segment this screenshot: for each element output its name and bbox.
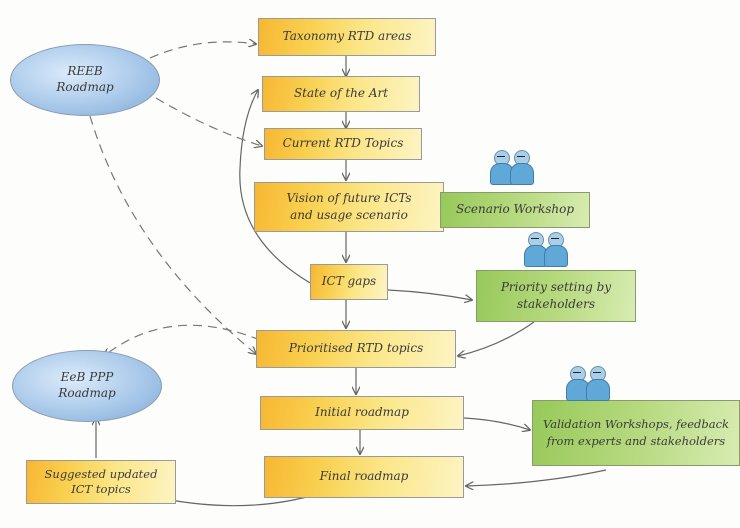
current-topics-label: Current RTD Topics (282, 136, 404, 151)
dash-prioritised-to-eeb (104, 324, 261, 356)
priority-setting-label: Priority setting by stakeholders (500, 279, 612, 311)
arrow-priority-to-prioritised (458, 321, 535, 356)
validation-box: Validation Workshops, feedback from expe… (532, 400, 740, 466)
vision-label: Vision of future ICTs and usage scenario (286, 190, 412, 222)
reeb-roadmap-label: REEB Roadmap (56, 64, 114, 94)
arrow-gaps-to-priority (387, 289, 472, 300)
vision-box: Vision of future ICTs and usage scenario (254, 182, 444, 232)
reeb-roadmap-ellipse: REEB Roadmap (10, 44, 160, 116)
people-icon (518, 232, 578, 272)
state-of-art-box: State of the Art (262, 76, 420, 112)
prioritised-topics-label: Prioritised RTD topics (288, 341, 424, 356)
initial-roadmap-label: Initial roadmap (315, 405, 409, 420)
people-icon (484, 150, 544, 190)
final-roadmap-label: Final roadmap (319, 469, 409, 484)
suggested-topics-label: Suggested updated ICT topics (44, 467, 158, 496)
people-icon (560, 366, 620, 406)
initial-roadmap-box: Initial roadmap (260, 396, 464, 430)
eeb-roadmap-ellipse: EeB PPP Roadmap (12, 350, 162, 422)
final-roadmap-box: Final roadmap (264, 456, 464, 498)
ict-gaps-box: ICT gaps (310, 264, 388, 300)
ict-gaps-label: ICT gaps (321, 274, 377, 289)
scenario-workshop-label: Scenario Workshop (455, 202, 575, 217)
taxonomy-box: Taxonomy RTD areas (258, 18, 436, 56)
dash-reeb-to-prioritised (89, 115, 256, 354)
suggested-topics-box: Suggested updated ICT topics (26, 460, 176, 504)
taxonomy-label: Taxonomy RTD areas (282, 29, 412, 44)
arrow-validation-to-final (466, 469, 607, 486)
state-of-art-label: State of the Art (293, 86, 389, 101)
dash-reeb-to-taxonomy (149, 42, 256, 59)
arrow-initial-to-validation (463, 417, 530, 430)
eeb-roadmap-label: EeB PPP Roadmap (58, 370, 116, 400)
prioritised-topics-box: Prioritised RTD topics (256, 330, 456, 368)
arrow-gaps-to-state-loop (239, 90, 313, 285)
priority-setting-box: Priority setting by stakeholders (476, 270, 636, 322)
scenario-workshop-box: Scenario Workshop (440, 192, 590, 228)
dash-reeb-to-current (155, 97, 262, 146)
validation-label: Validation Workshops, feedback from expe… (542, 417, 730, 448)
current-topics-box: Current RTD Topics (264, 128, 422, 160)
